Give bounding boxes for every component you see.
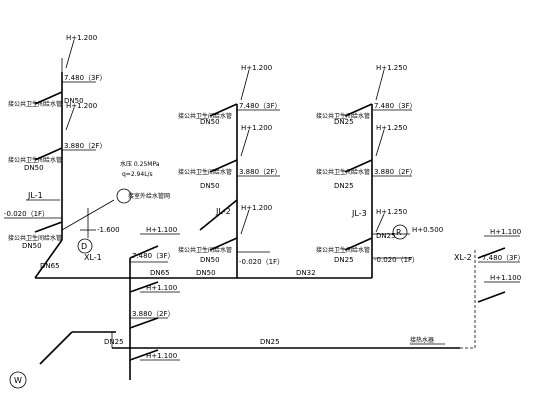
jl2-2f-elev-label: 3.880（2F） [239, 168, 282, 176]
jl1-2f-elev-label: 3.880（2F） [64, 142, 107, 150]
main-header-pipe [34, 239, 372, 279]
jl1-1f-fixture-label: 接公共卫生间给水管 [8, 234, 62, 242]
jl2-3f-dn-label: DN50 [200, 118, 220, 126]
jl2-1f-h-label: H+1.200 [241, 204, 272, 212]
xl2-riser-label: XL-2 [454, 253, 472, 262]
jl2-1f-fixture-label: 接公共卫生间给水管 [178, 246, 232, 254]
riser-xl-1 [129, 233, 180, 380]
outdoor-supply-label: 接室外给水管网 [128, 192, 170, 200]
jl2-2f-fixture-label: 接公共卫生间给水管 [178, 168, 232, 176]
pipe-end-label: 接热水器 [410, 336, 434, 344]
valve-r-icon [392, 224, 408, 240]
xl1-riser-label: XL-1 [84, 253, 102, 262]
jl2-2f-h-label: H+1.200 [241, 124, 272, 132]
outdoor-supply-line [61, 188, 132, 238]
xl2-3f-elev-label: 7.480（3F） [482, 254, 525, 262]
riser-jl-2 [199, 69, 280, 278]
main-dn65-mid-label: DN65 [150, 269, 170, 277]
riser-xl-2 [474, 235, 520, 348]
xl1-2f-elev-label: 3.880（2F） [132, 310, 175, 318]
jl3-1f-h-label: H+1.250 [376, 208, 407, 216]
lower-header-pipe [9, 331, 475, 389]
jl3-2f-fixture-label: 接公共卫生间给水管 [316, 168, 370, 176]
heater-w-icon [9, 371, 27, 389]
jl1-2f-dn-label: DN50 [24, 164, 44, 172]
valve-r-letter: R [396, 228, 402, 237]
jl3-2f-h-label: H+1.250 [376, 124, 407, 132]
jl2-3f-fixture-label: 接公共卫生间给水管 [178, 112, 232, 120]
jl1-2f-h-label: H+1.200 [66, 102, 97, 110]
supply-depth-label: -1.600 [97, 226, 120, 234]
jl1-3f-dn-label: DN50 [64, 97, 84, 105]
jl3-3f-dn-label: DN25 [334, 118, 354, 126]
valve-d-icon [77, 238, 93, 254]
xl1-2f-h-label: H+1.100 [146, 284, 177, 292]
jl2-1f-dn-label: DN50 [200, 256, 220, 264]
jl2-1f-elev-label: -0.020（1F） [239, 258, 284, 266]
jl3-2f-elev-label: 3.880（2F） [374, 168, 417, 176]
jl3-3f-elev-label: 7.480（3F） [374, 102, 417, 110]
valve-d-letter: D [81, 242, 87, 251]
jl3-1f-elev-label: -0.020（1F） [374, 256, 419, 264]
jl2-riser-label: JL-2 [215, 207, 231, 216]
jl1-1f-elev-label: -0.020（1F） [4, 210, 49, 218]
riser-jl-3 [344, 69, 412, 278]
xl1-3f-elev-label: 7.480（3F） [132, 252, 175, 260]
xl1-dn25-label: DN25 [104, 338, 124, 346]
main-dn50-label: DN50 [196, 269, 216, 277]
jl1-3f-h-label: H+1.200 [66, 34, 97, 42]
lower-header-dn25-label: DN25 [260, 338, 280, 346]
jl3-1f-dn-label: DN25 [334, 256, 354, 264]
jl1-3f-fixture-label: 接公共卫生间给水管 [8, 100, 62, 108]
jl2-3f-h-label: H+1.200 [241, 64, 272, 72]
jl3-1f-fixture-label: 接公共卫生间给水管 [316, 246, 370, 254]
jl3-1f-dn20-label: DN25 [376, 232, 396, 240]
jl3-riser-label: JL-3 [351, 209, 367, 218]
jl2-3f-elev-label: 7.480（3F） [239, 102, 282, 110]
jl3-heater-h-label: H+0.500 [412, 226, 443, 234]
xl2-2f-h-label: H+1.100 [490, 274, 521, 282]
pressure-label: 水压 0.25MPa [120, 160, 160, 168]
jl3-3f-fixture-label: 接公共卫生间给水管 [316, 112, 370, 120]
main-dn32-label: DN32 [296, 269, 316, 277]
jl3-3f-h-label: H+1.250 [376, 64, 407, 72]
riser-jl-1 [4, 39, 96, 240]
jl3-2f-dn-label: DN25 [334, 182, 354, 190]
xl2-3f-h-label: H+1.100 [490, 228, 521, 236]
water-meter-icon [116, 188, 132, 204]
jl1-riser-label: JL-1 [27, 191, 43, 200]
jl1-1f-dn-label: DN50 [22, 242, 42, 250]
jl1-2f-fixture-label: 接公共卫生间给水管 [8, 156, 62, 164]
xl1-1f-h-label: H+1.100 [146, 352, 177, 360]
main-dn65-label: DN65 [40, 262, 60, 270]
jl2-2f-dn-label: DN50 [200, 182, 220, 190]
jl1-3f-elev-label: 7.480（3F） [64, 74, 107, 82]
xl1-3f-h-label: H+1.100 [146, 226, 177, 234]
heater-w-letter: W [14, 376, 22, 385]
flow-label: q=2.94L/s [122, 171, 153, 178]
